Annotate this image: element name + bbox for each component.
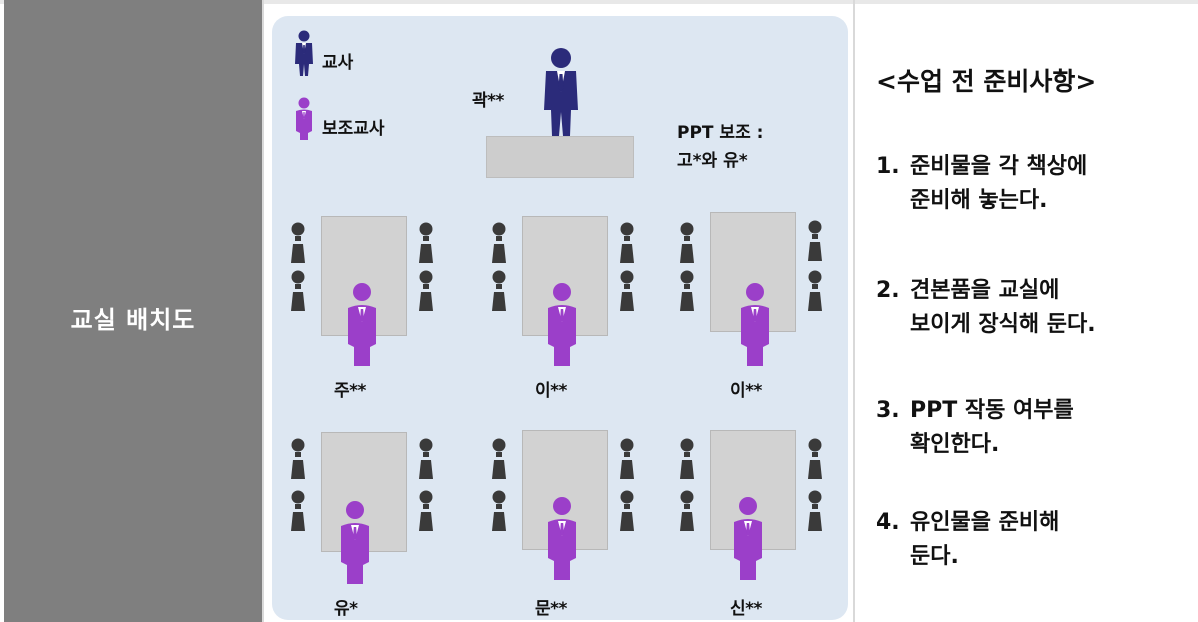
student-figure-icon <box>291 270 305 311</box>
group-label: 신** <box>730 599 762 619</box>
note-text: 유인물을 준비해 <box>910 510 1060 535</box>
teacher-name: 곽** <box>472 91 504 111</box>
student-figure-icon <box>808 490 822 531</box>
student-figure-icon <box>680 222 694 263</box>
ppt-helper-line2: 고*와 유* <box>677 151 748 171</box>
ppt-helper-line1: PPT 보조 : <box>677 123 764 143</box>
student-figure-icon <box>808 220 822 261</box>
assistant-figure-icon <box>734 497 762 580</box>
note-text: 준비해 놓는다. <box>910 188 1048 213</box>
note-item: 4. 유인물을 준비해 둔다. <box>876 506 1059 574</box>
student-figure-icon <box>680 270 694 311</box>
student-figure-icon <box>680 438 694 479</box>
student-figure-icon <box>620 438 634 479</box>
note-item: 2. 견본품을 교실에 보이게 장식해 둔다. <box>876 274 1096 342</box>
student-figure-icon <box>419 490 433 531</box>
student-figure-icon <box>419 270 433 311</box>
student-figure-icon <box>680 490 694 531</box>
student-figure-icon <box>419 438 433 479</box>
assistant-figure-icon <box>341 501 369 584</box>
group-label: 문** <box>535 599 567 619</box>
top-border <box>0 0 1198 4</box>
note-text: 확인한다. <box>910 432 1000 457</box>
note-item: 3. PPT 작동 여부를 확인한다. <box>876 394 1074 462</box>
note-number: 2. <box>876 278 900 303</box>
student-figure-icon <box>419 222 433 263</box>
left-title-panel: 교실 배치도 <box>4 0 262 622</box>
assistant-figure-icon <box>548 497 576 580</box>
teacher-figure-icon <box>544 48 578 136</box>
teacher-figure-icon <box>295 30 313 76</box>
layout-title: 교실 배치도 <box>70 306 196 334</box>
group-label: 유* <box>334 599 358 619</box>
assistant-figure-icon <box>741 283 769 366</box>
student-figure-icon <box>808 438 822 479</box>
student-figure-icon <box>291 490 305 531</box>
note-number: 4. <box>876 510 900 535</box>
student-figure-icon <box>291 438 305 479</box>
assistant-figure-icon <box>296 97 312 140</box>
legend-assistant-label: 보조교사 <box>322 119 385 139</box>
note-number: 1. <box>876 154 900 179</box>
student-figure-icon <box>620 222 634 263</box>
note-text: 보이게 장식해 둔다. <box>910 312 1096 337</box>
student-figure-icon <box>808 270 822 311</box>
legend-teacher-label: 교사 <box>322 53 354 73</box>
assistant-figure-icon <box>348 283 376 366</box>
divider <box>853 0 855 622</box>
student-figure-icon <box>492 490 506 531</box>
student-figure-icon <box>492 222 506 263</box>
student-figure-icon <box>620 490 634 531</box>
notes-heading: <수업 전 준비사항> <box>876 67 1097 96</box>
group-label: 주** <box>334 381 366 401</box>
group-label: 이** <box>730 381 762 401</box>
note-text: 견본품을 교실에 <box>910 278 1060 303</box>
assistant-figure-icon <box>548 283 576 366</box>
note-item: 1. 준비물을 각 책상에 준비해 놓는다. <box>876 150 1087 218</box>
divider <box>262 0 264 622</box>
student-figure-icon <box>492 438 506 479</box>
podium <box>486 136 634 178</box>
note-text: 준비물을 각 책상에 <box>910 154 1088 179</box>
student-figure-icon <box>291 222 305 263</box>
student-figure-icon <box>620 270 634 311</box>
note-text: PPT 작동 여부를 <box>910 398 1074 423</box>
note-text: 둔다. <box>910 544 959 569</box>
note-number: 3. <box>876 398 900 423</box>
group-label: 이** <box>535 381 567 401</box>
student-figure-icon <box>492 270 506 311</box>
preparation-notes: <수업 전 준비사항> 1. 준비물을 각 책상에 준비해 놓는다. 2. 견본품을… <box>870 0 1190 622</box>
